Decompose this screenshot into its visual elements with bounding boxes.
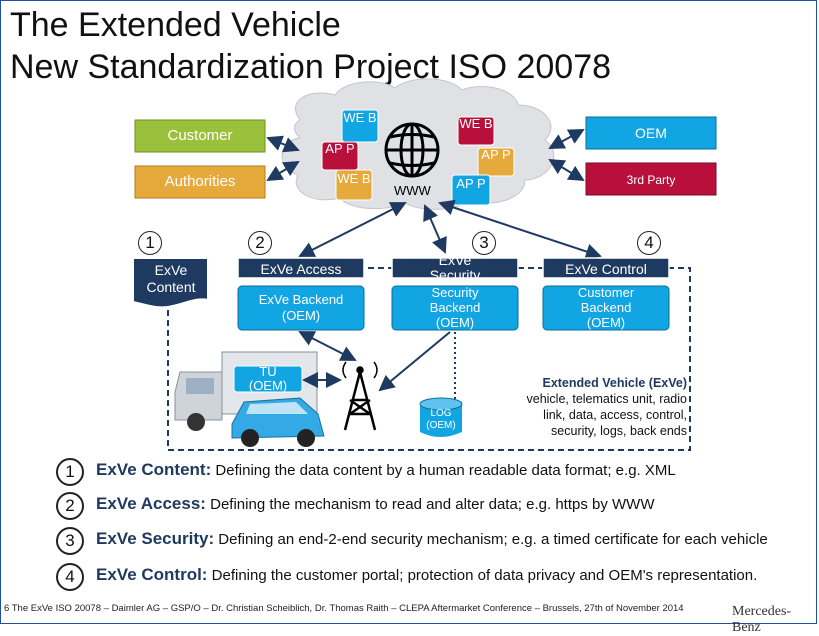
exve-content-label: ExVe Content (146, 262, 196, 295)
web-box-3 (457, 116, 495, 146)
link-to-access (298, 202, 407, 257)
app-label-1: AP P (325, 141, 355, 156)
link-to-control (438, 199, 602, 260)
access-header (237, 257, 365, 279)
access-header-label: ExVe Access (260, 261, 342, 277)
tu-label: TU (OEM) (248, 364, 288, 393)
extended-vehicle-boundary (167, 267, 691, 451)
legend-term-4: ExVe Control: (96, 565, 208, 584)
app-box-2 (477, 147, 515, 177)
oem-link (548, 129, 585, 149)
tower-to-access (298, 331, 357, 361)
app-label-3: AP P (456, 176, 486, 191)
web-label-3: WE B (459, 116, 493, 131)
link-to-security (423, 204, 447, 254)
antenna-tower-icon (342, 361, 378, 431)
number-4: 4 (637, 231, 661, 255)
oem-box (585, 116, 717, 150)
web-box-2 (335, 169, 373, 201)
title-line-1: The Extended Vehicle (10, 6, 341, 44)
control-header-label: ExVe Control (565, 261, 647, 277)
tower-to-security (378, 331, 451, 392)
legend-desc-2: Defining the mechanism to read and alter… (210, 496, 655, 513)
authorities-label: Authorities (164, 173, 236, 190)
log-label: LOG (OEM) (426, 408, 456, 431)
third-party-box (585, 162, 717, 196)
security-backend-box (391, 285, 519, 331)
web-label-1: WE B (343, 110, 377, 125)
third-party-link (548, 158, 585, 182)
security-backend-label: Security Backend (OEM) (429, 285, 481, 330)
oem-label: OEM (635, 125, 667, 141)
number-1: 1 (138, 231, 162, 255)
extended-vehicle-line-2: link, data, access, control, (543, 408, 687, 422)
extended-vehicle-line-1: vehicle, telematics unit, radio (526, 392, 688, 406)
web-box-1 (341, 109, 379, 143)
control-backend-box (542, 285, 670, 331)
access-backend-box (237, 285, 365, 331)
legend-desc-3: Defining an end-2-end security mechanism… (218, 531, 768, 548)
legend-desc-1: Defining the data content by a human rea… (215, 462, 676, 479)
customer-box (134, 119, 266, 153)
customer-label: Customer (167, 127, 233, 144)
www-label: WWW (394, 183, 431, 198)
authorities-box (134, 165, 266, 199)
legend-number-3: 3 (56, 527, 84, 555)
legend-term-3: ExVe Security: (96, 529, 215, 548)
app-label-2: AP P (481, 147, 511, 162)
web-label-2: WE B (337, 171, 371, 186)
extended-vehicle-line-3: security, logs, back ends (551, 424, 687, 438)
exve-content-document (132, 257, 209, 309)
legend-number-4: 4 (56, 563, 84, 591)
extended-vehicle-heading: Extended Vehicle (ExVe) (542, 376, 687, 390)
brand-logo-text: Mercedes-Benz (732, 604, 792, 635)
slide-title: The Extended Vehicle New Standardization… (10, 4, 611, 88)
control-header (542, 257, 670, 279)
legend-term-2: ExVe Access: (96, 494, 206, 513)
number-3: 3 (472, 231, 496, 255)
security-header-label: ExVe Security (429, 252, 481, 283)
access-backend-label: ExVe Backend (OEM) (258, 292, 344, 323)
customer-link (266, 135, 300, 153)
extended-vehicle-note: Extended Vehicle (ExVe) vehicle, telemat… (527, 375, 688, 439)
legend-desc-4: Defining the customer portal; protection… (211, 567, 758, 584)
third-party-label: 3rd Party (626, 173, 676, 187)
number-2: 2 (248, 231, 272, 255)
car-icon (231, 397, 325, 447)
legend-number-1: 1 (56, 458, 84, 486)
security-header (391, 257, 519, 279)
log-database-icon (419, 397, 463, 437)
control-backend-label: Customer Backend (OEM) (577, 285, 635, 330)
slide-frame (0, 0, 817, 624)
globe-icon (384, 122, 440, 178)
slide-footer: 6 The ExVe ISO 20078 – Daimler AG – GSP/… (4, 603, 684, 614)
title-line-2: New Standardization Project ISO 20078 (10, 48, 612, 86)
legend-number-2: 2 (56, 492, 84, 520)
authorities-link (266, 160, 300, 182)
legend-term-1: ExVe Content: (96, 460, 212, 479)
